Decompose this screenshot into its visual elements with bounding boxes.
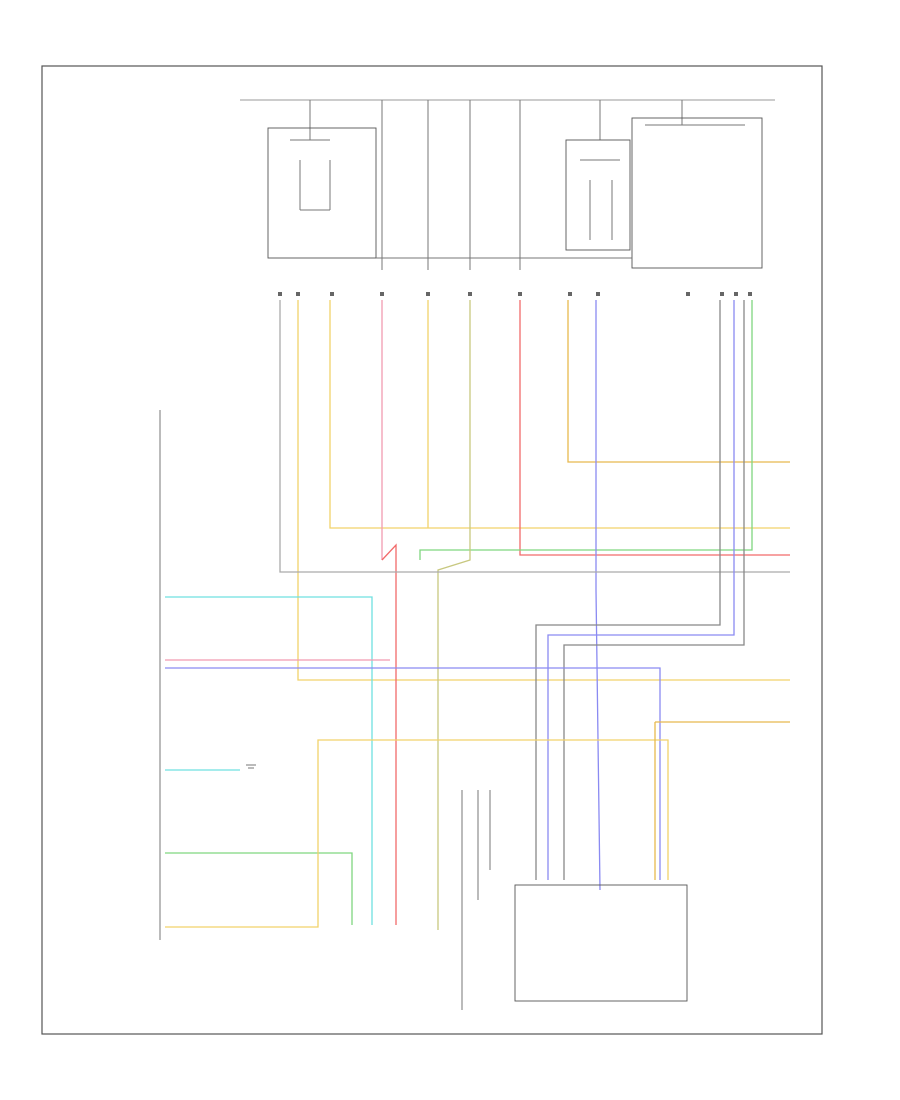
connector-row: [278, 292, 752, 296]
power-relay-block: [631, 117, 763, 269]
tcm-box: [514, 884, 688, 1002]
relay-block-left: [267, 127, 377, 259]
wires: [165, 300, 790, 930]
diagram-frame: [41, 65, 823, 1035]
ground-symbol: [246, 764, 256, 769]
relay-block-right: [565, 139, 631, 251]
fuse-drops: [309, 100, 683, 270]
bus-labels: [298, 84, 696, 96]
fcm-block: [461, 790, 491, 1010]
